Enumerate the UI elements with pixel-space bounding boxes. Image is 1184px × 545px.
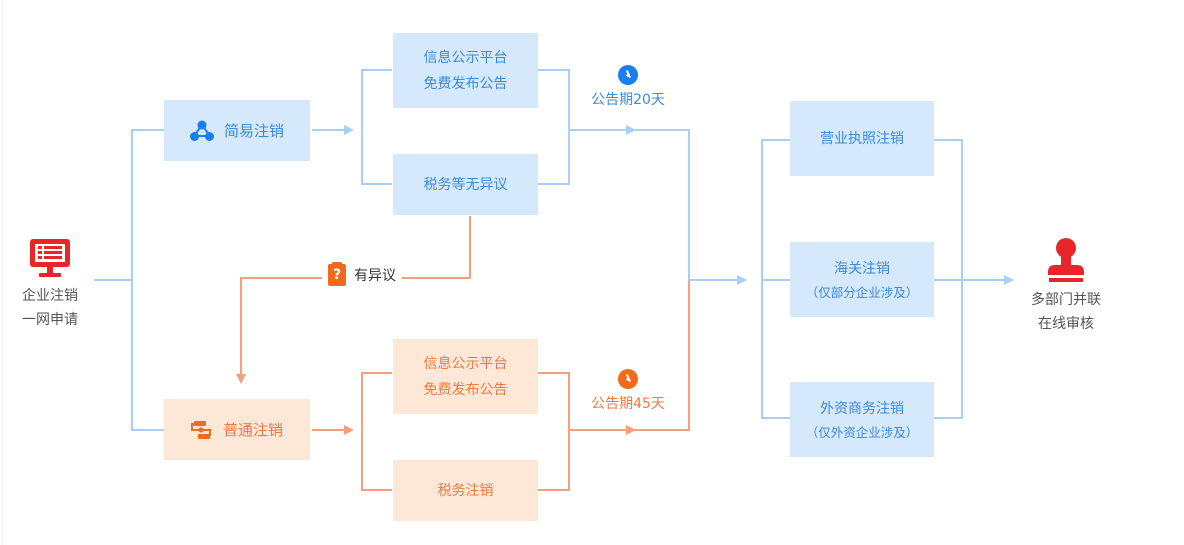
simple-merge-bracket — [538, 69, 570, 185]
dept-2-note: （仅部分企业涉及） — [805, 284, 919, 300]
normal-merge-bracket — [538, 372, 570, 491]
normal-step-1-line-2: 免费发布公告 — [423, 381, 508, 398]
normal-step-public-notice: 信息公示平台 免费发布公告 — [393, 339, 538, 414]
end-node: 多部门并联 在线审核 — [1016, 234, 1116, 338]
simple-step-2-line-1: 税务等无异议 — [423, 176, 508, 193]
objection-label: ? 有异议 — [322, 262, 402, 286]
clock-icon — [618, 65, 638, 85]
normal-period-label: 公告期45天 — [591, 396, 665, 412]
normal-step-1-line-1: 信息公示平台 — [423, 355, 508, 372]
clock-icon — [618, 369, 638, 389]
simple-period: 公告期20天 — [580, 65, 676, 109]
simple-deregistration-label: 简易注销 — [223, 122, 284, 140]
normal-deregistration-node: 普通注销 — [164, 399, 310, 460]
normal-period: 公告期45天 — [580, 369, 676, 413]
end-label-line-1: 多部门并联 — [1031, 292, 1101, 308]
stamp-icon — [1048, 238, 1084, 282]
normal-step-2-line-1: 税务注销 — [437, 482, 494, 499]
share-nodes-icon — [189, 120, 214, 141]
simple-step-1-line-2: 免费发布公告 — [423, 75, 508, 92]
dept-3-note: （仅外资企业涉及） — [805, 424, 919, 440]
simple-step-1-line-1: 信息公示平台 — [423, 49, 508, 66]
simple-step-tax-no-objection: 税务等无异议 — [393, 154, 538, 215]
simple-step-public-notice: 信息公示平台 免费发布公告 — [393, 33, 538, 108]
objection-text: 有异议 — [354, 268, 396, 284]
normal-step-tax-deregistration: 税务注销 — [393, 460, 538, 521]
dept-1-title: 营业执照注销 — [820, 130, 904, 147]
monitor-list-icon — [30, 239, 70, 277]
start-label-line-1: 企业注销 — [22, 288, 78, 304]
simple-steps-bracket — [361, 69, 392, 185]
normal-steps-bracket — [361, 372, 392, 491]
dept-right-bracket — [934, 139, 963, 419]
dept-2-title: 海关注销 — [834, 260, 890, 277]
normal-to-merge — [634, 280, 690, 431]
dept-3-title: 外资商务注销 — [820, 400, 904, 417]
branch-bracket — [131, 129, 164, 431]
dept-customs: 海关注销 （仅部分企业涉及） — [790, 242, 934, 317]
question-clipboard-icon: ? — [328, 262, 346, 286]
end-label-line-2: 在线审核 — [1038, 316, 1094, 332]
normal-deregistration-label: 普通注销 — [222, 421, 283, 439]
flow-switch-icon — [190, 420, 211, 439]
dept-foreign-commerce: 外资商务注销 （仅外资企业涉及） — [790, 382, 934, 457]
simple-to-merge — [634, 129, 690, 280]
start-label-line-2: 一网申请 — [22, 312, 78, 328]
start-node: 企业注销 一网申请 — [12, 232, 88, 336]
simple-deregistration-node: 简易注销 — [164, 100, 310, 161]
simple-period-label: 公告期20天 — [591, 92, 665, 108]
dept-left-bracket — [761, 139, 790, 419]
dept-business-license: 营业执照注销 — [790, 101, 934, 176]
